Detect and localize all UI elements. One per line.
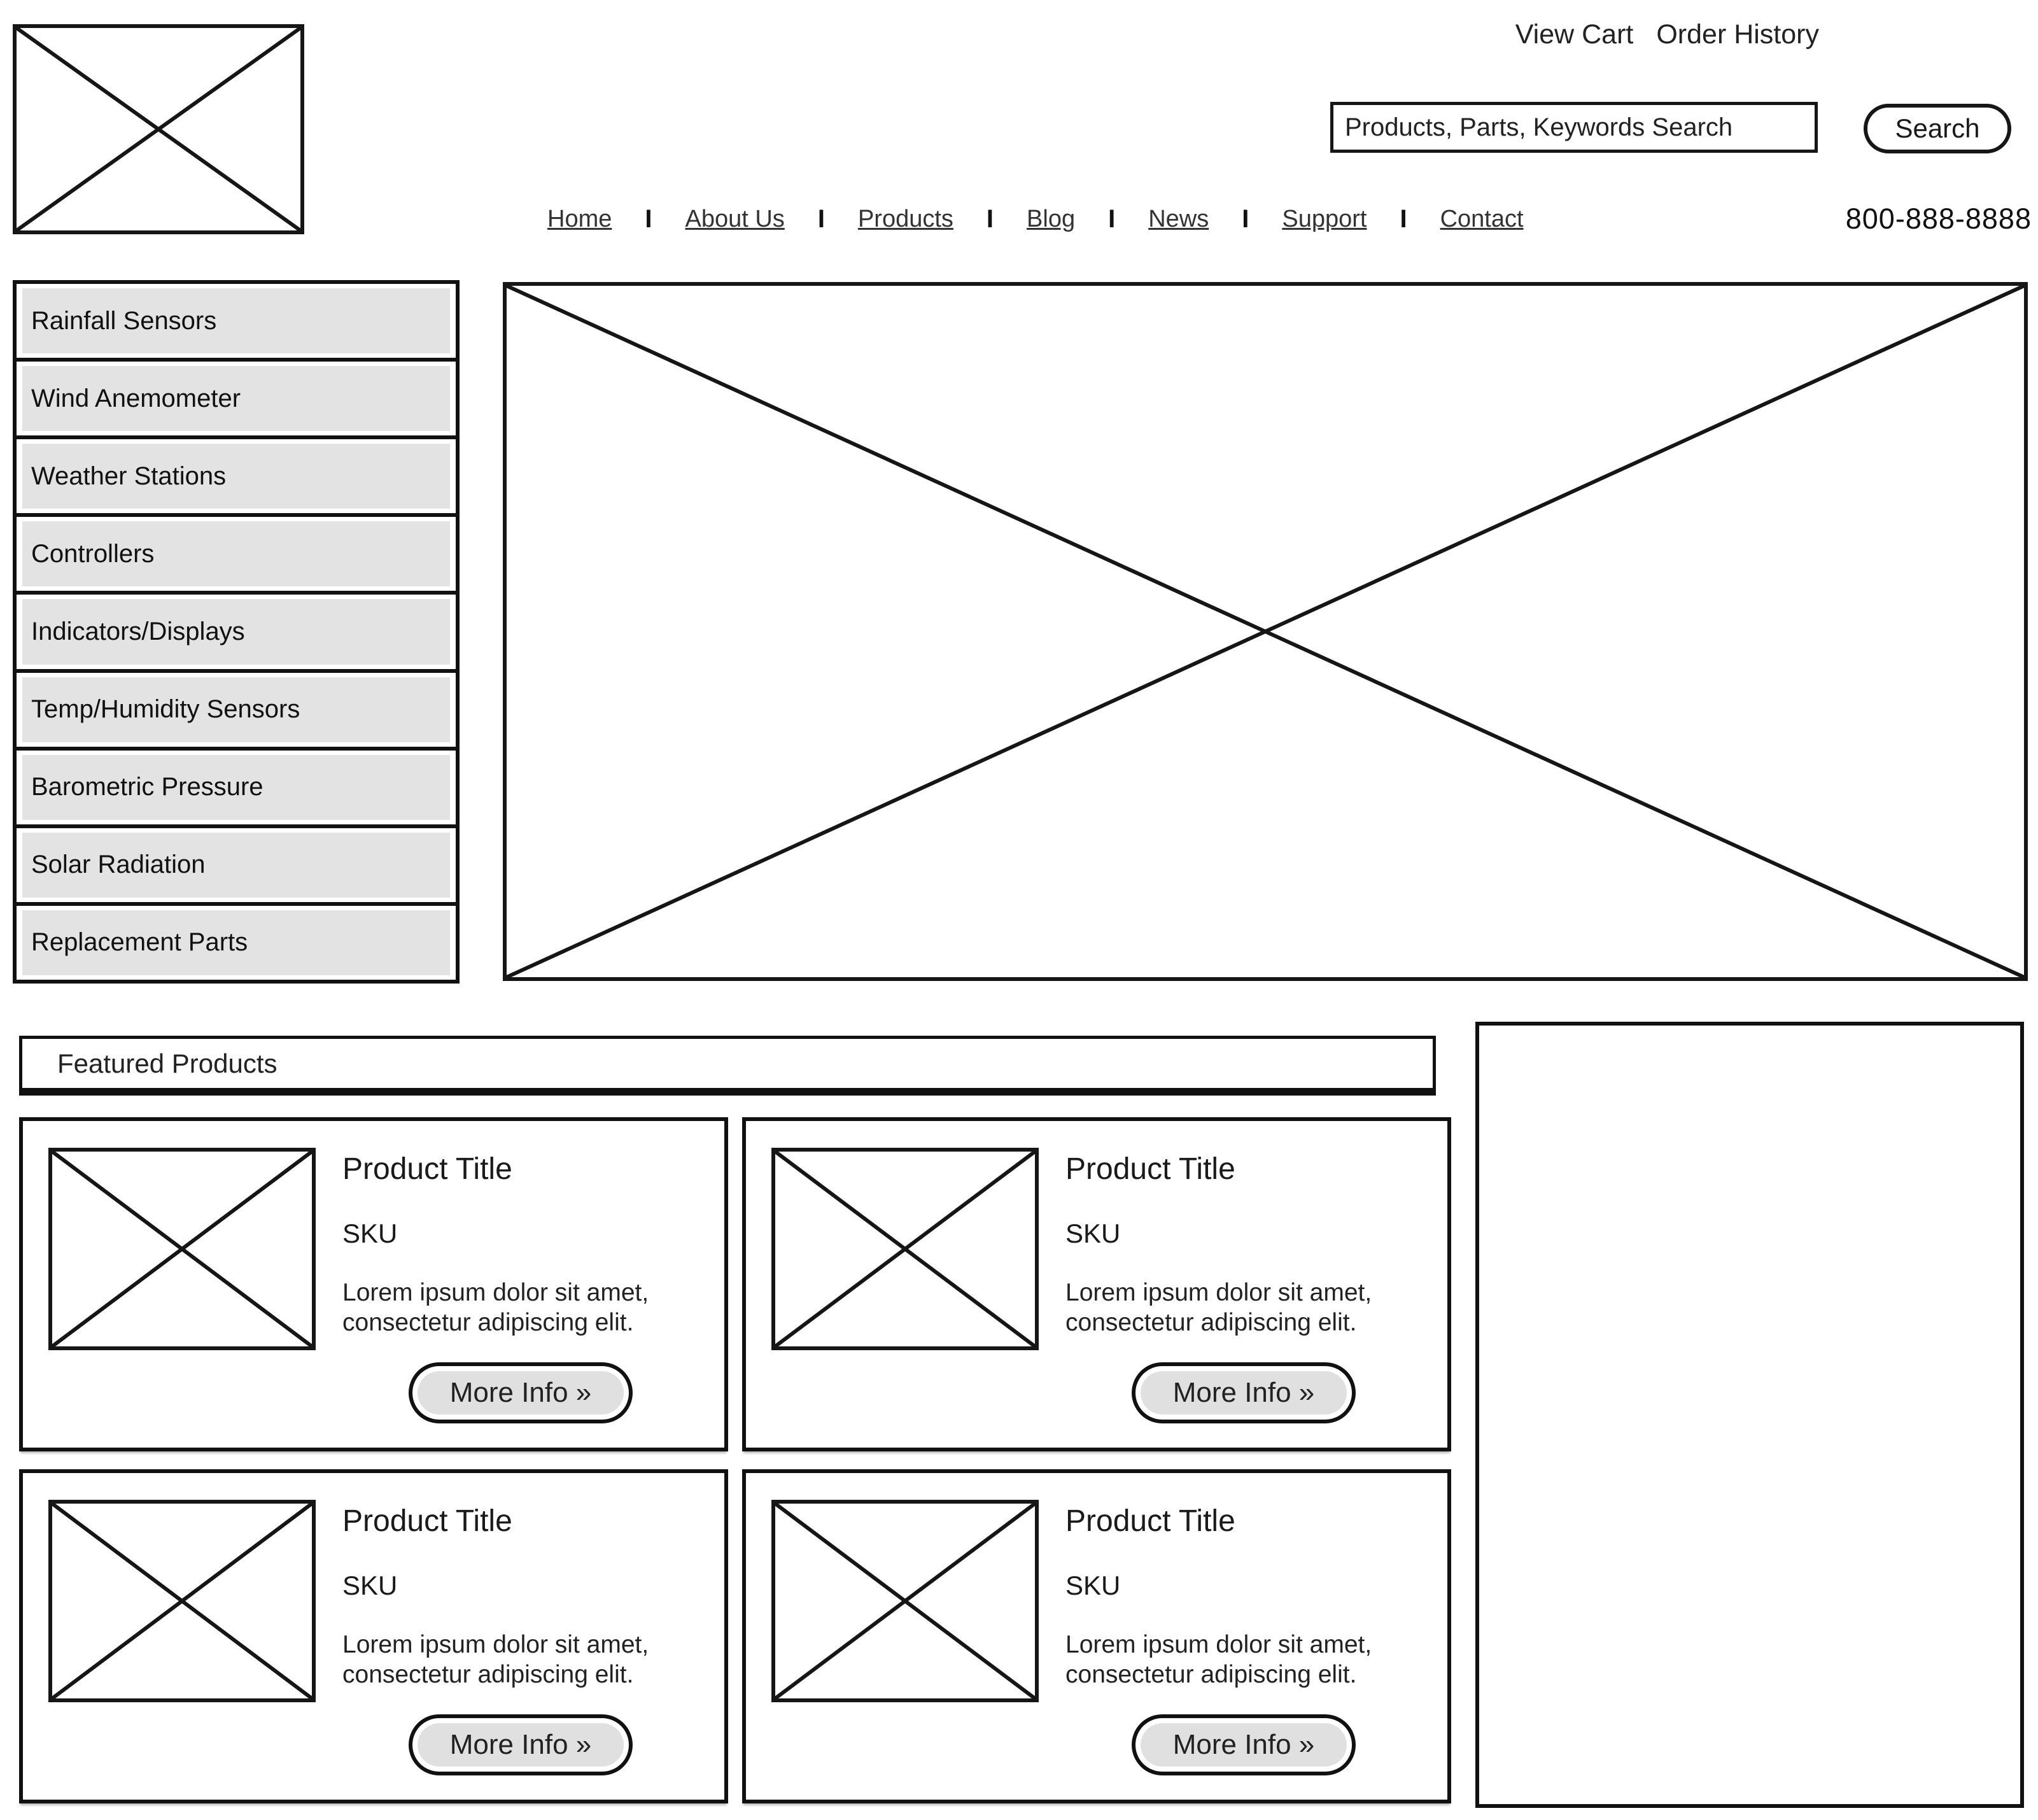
- more-info-button[interactable]: More Info »: [1132, 1714, 1356, 1775]
- product-card: Product Title SKU Lorem ipsum dolor sit …: [742, 1469, 1451, 1803]
- logo-image-placeholder[interactable]: [13, 24, 304, 234]
- sidebar-item-temp-humidity-sensors[interactable]: Temp/Humidity Sensors: [17, 673, 456, 751]
- sidebar-item-label: Wind Anemometer: [22, 366, 450, 432]
- right-rail-placeholder: [1475, 1022, 2024, 1808]
- product-card: Product Title SKU Lorem ipsum dolor sit …: [742, 1117, 1451, 1451]
- product-image-placeholder[interactable]: [48, 1148, 316, 1350]
- view-cart-link[interactable]: View Cart: [1515, 19, 1634, 50]
- order-history-link[interactable]: Order History: [1656, 19, 1819, 50]
- nav-item-support[interactable]: Support: [1282, 205, 1367, 232]
- product-image-placeholder[interactable]: [771, 1500, 1039, 1702]
- product-sku: SKU: [1065, 1570, 1121, 1600]
- product-button-row: More Info »: [1065, 1362, 1422, 1423]
- nav-item-news[interactable]: News: [1148, 205, 1209, 232]
- nav-separator: I: [645, 204, 652, 233]
- product-title: Product Title: [1065, 1504, 1235, 1538]
- more-info-button[interactable]: More Info »: [409, 1362, 633, 1423]
- sidebar-item-label: Temp/Humidity Sensors: [22, 677, 450, 742]
- nav-separator: I: [817, 204, 825, 233]
- main-nav: Home I About Us I Products I Blog I News…: [547, 199, 2032, 239]
- product-button-row: More Info »: [1065, 1714, 1422, 1775]
- sidebar-item-replacement-parts[interactable]: Replacement Parts: [17, 906, 456, 980]
- search-button[interactable]: Search: [1864, 104, 2011, 153]
- product-description: Lorem ipsum dolor sit amet, consectetur …: [1065, 1279, 1372, 1336]
- sidebar-item-wind-anemometer[interactable]: Wind Anemometer: [17, 362, 456, 440]
- nav-item-blog[interactable]: Blog: [1027, 205, 1076, 232]
- sidebar-item-controllers[interactable]: Controllers: [17, 517, 456, 595]
- phone-number: 800-888-8888: [1845, 202, 2032, 235]
- nav-separator: I: [1242, 204, 1249, 233]
- nav-separator: I: [986, 204, 994, 233]
- hero-image-placeholder: [503, 282, 2028, 981]
- sidebar-item-label: Indicators/Displays: [22, 599, 450, 665]
- nav-item-about-us[interactable]: About Us: [685, 205, 785, 232]
- product-title: Product Title: [342, 1152, 512, 1186]
- sidebar-item-rainfall-sensors[interactable]: Rainfall Sensors: [17, 284, 456, 362]
- image-x-icon: [775, 1152, 1035, 1346]
- product-sku: SKU: [1065, 1218, 1121, 1248]
- product-image-placeholder[interactable]: [771, 1148, 1039, 1350]
- product-info: Product Title SKU Lorem ipsum dolor sit …: [1065, 1148, 1422, 1423]
- sidebar-item-label: Rainfall Sensors: [22, 288, 450, 354]
- product-card: Product Title SKU Lorem ipsum dolor sit …: [19, 1469, 728, 1803]
- product-sku: SKU: [342, 1218, 398, 1248]
- more-info-button[interactable]: More Info »: [409, 1714, 633, 1775]
- featured-products-heading: Featured Products: [19, 1036, 1436, 1096]
- sidebar-item-weather-stations[interactable]: Weather Stations: [17, 439, 456, 518]
- sidebar-item-label: Barometric Pressure: [22, 754, 450, 820]
- product-description: Lorem ipsum dolor sit amet, consectetur …: [342, 1279, 649, 1336]
- sidebar-item-label: Replacement Parts: [22, 910, 450, 975]
- product-description: Lorem ipsum dolor sit amet, consectetur …: [342, 1631, 649, 1688]
- nav-links: Home I About Us I Products I Blog I News…: [547, 205, 1524, 234]
- image-x-icon: [52, 1152, 312, 1346]
- sidebar-item-solar-radiation[interactable]: Solar Radiation: [17, 828, 456, 906]
- product-image-placeholder[interactable]: [48, 1500, 316, 1702]
- product-info: Product Title SKU Lorem ipsum dolor sit …: [342, 1148, 699, 1423]
- featured-products-grid: Product Title SKU Lorem ipsum dolor sit …: [19, 1117, 1451, 1803]
- nav-separator: I: [1108, 204, 1116, 233]
- image-x-icon: [17, 28, 300, 230]
- more-info-button[interactable]: More Info »: [1132, 1362, 1356, 1423]
- product-button-row: More Info »: [342, 1714, 699, 1775]
- image-x-icon: [775, 1504, 1035, 1698]
- product-info: Product Title SKU Lorem ipsum dolor sit …: [1065, 1500, 1422, 1775]
- nav-item-home[interactable]: Home: [547, 205, 612, 232]
- search-input[interactable]: [1330, 102, 1818, 153]
- nav-item-products[interactable]: Products: [857, 205, 953, 232]
- image-x-icon: [507, 286, 2024, 977]
- product-button-row: More Info »: [342, 1362, 699, 1423]
- image-x-icon: [52, 1504, 312, 1698]
- category-sidebar: Rainfall Sensors Wind Anemometer Weather…: [13, 280, 460, 984]
- sidebar-item-label: Solar Radiation: [22, 832, 450, 898]
- sidebar-item-barometric-pressure[interactable]: Barometric Pressure: [17, 751, 456, 828]
- nav-item-contact[interactable]: Contact: [1440, 205, 1524, 232]
- product-card: Product Title SKU Lorem ipsum dolor sit …: [19, 1117, 728, 1451]
- sidebar-item-indicators-displays[interactable]: Indicators/Displays: [17, 595, 456, 673]
- product-title: Product Title: [1065, 1152, 1235, 1186]
- sidebar-item-label: Controllers: [22, 521, 450, 587]
- product-info: Product Title SKU Lorem ipsum dolor sit …: [342, 1500, 699, 1775]
- product-sku: SKU: [342, 1570, 398, 1600]
- product-description: Lorem ipsum dolor sit amet, consectetur …: [1065, 1631, 1372, 1688]
- product-title: Product Title: [342, 1504, 512, 1538]
- sidebar-item-label: Weather Stations: [22, 444, 450, 509]
- nav-separator: I: [1400, 204, 1407, 233]
- utility-links: View Cart Order History: [1515, 19, 1819, 50]
